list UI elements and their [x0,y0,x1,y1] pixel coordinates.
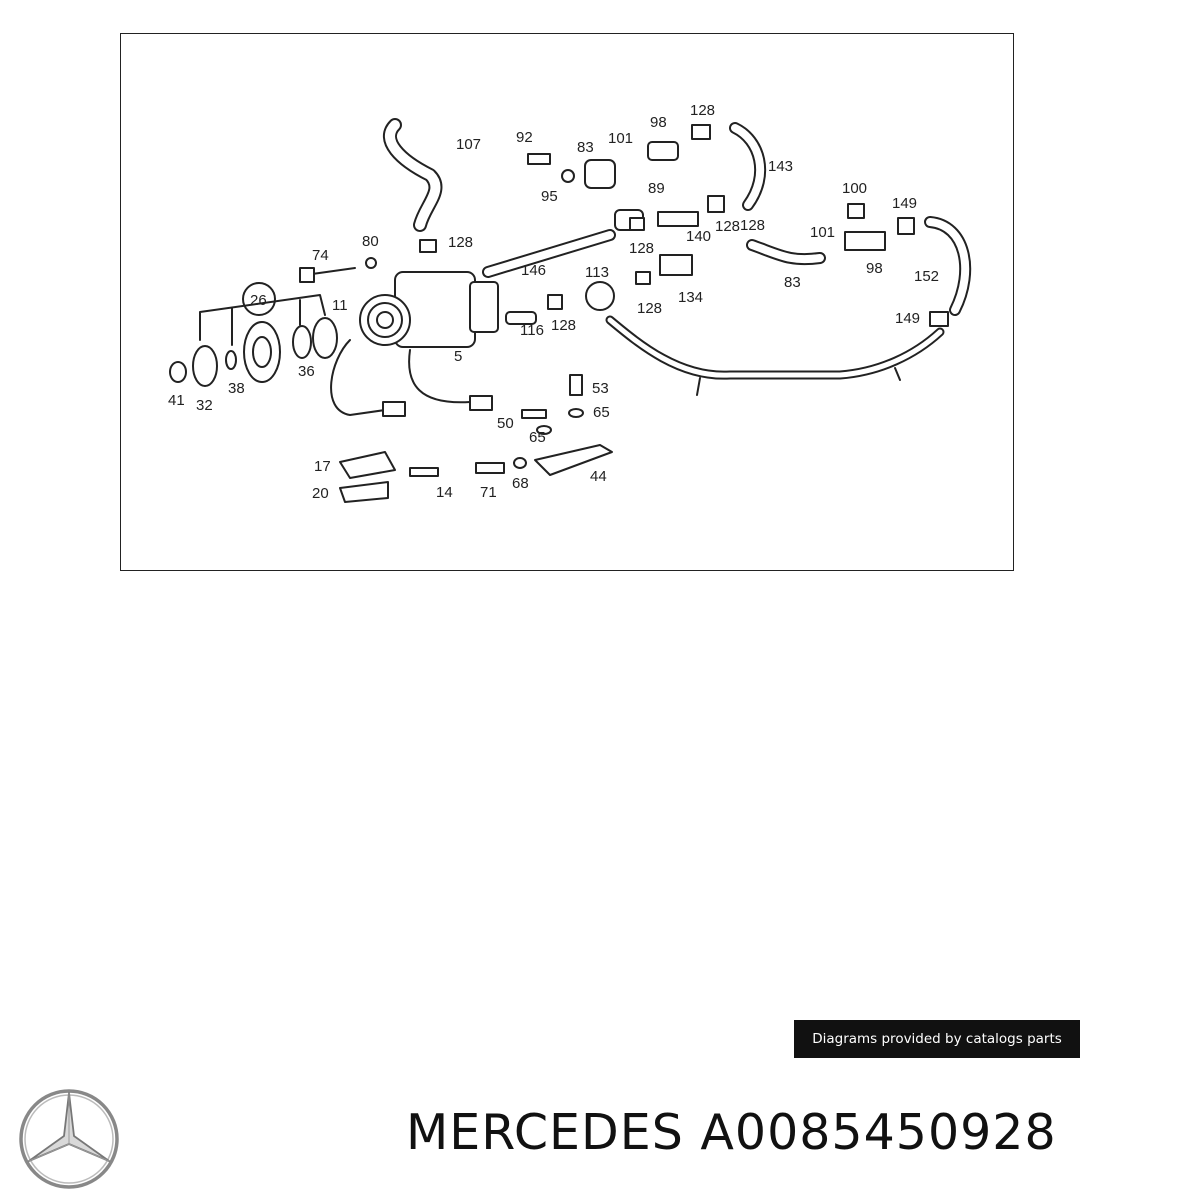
callout-74: 74 [312,247,329,264]
callout-152: 152 [914,268,939,285]
callout-68: 68 [512,475,529,492]
callout-92: 92 [516,129,533,146]
callout-149: 149 [895,310,920,327]
callout-107: 107 [456,136,481,153]
callout-128: 128 [629,240,654,257]
callout-83: 83 [784,274,801,291]
callout-140: 140 [686,228,711,245]
callout-98: 98 [866,260,883,277]
parts-diagram: 107 92 83 101 98 128 143 95 89 128 100 1… [168,102,972,503]
callout-5: 5 [454,348,462,365]
callout-128: 128 [448,234,473,251]
callout-113: 113 [585,264,609,281]
callout-32: 32 [196,397,213,414]
callout-44: 44 [590,468,607,485]
diagram-credit-caption: Diagrams provided by catalogs parts [794,1020,1080,1058]
callout-65: 65 [529,429,546,446]
callout-83: 83 [577,139,594,156]
callout-50: 50 [497,415,514,432]
callout-89: 89 [648,180,665,197]
callout-53: 53 [592,380,609,397]
callout-17: 17 [314,458,331,475]
callout-143: 143 [768,158,793,175]
part-title: MERCEDES A0085450928 [406,1104,1057,1161]
callout-128: 128 [551,317,576,334]
callout-149: 149 [892,195,917,212]
callout-128: 128 [637,300,662,317]
callout-11: 11 [332,297,348,314]
callout-36: 36 [298,363,315,380]
callout-71: 71 [480,484,497,501]
callout-100: 100 [842,180,867,197]
callout-128: 128 [715,218,740,235]
callout-80: 80 [362,233,379,250]
callout-134: 134 [678,289,703,306]
callout-146: 146 [521,262,546,279]
callout-116: 116 [520,322,544,339]
callout-26: 26 [250,292,267,309]
callout-14: 14 [436,484,453,501]
callout-20: 20 [312,485,329,502]
callout-98: 98 [650,114,667,131]
callout-95: 95 [541,188,558,205]
callout-41: 41 [168,392,185,409]
callout-128: 128 [740,217,765,234]
mercedes-star-icon [19,1089,119,1189]
callout-38: 38 [228,380,245,397]
callout-101: 101 [810,224,835,241]
callout-128: 128 [690,102,715,119]
callout-101: 101 [608,130,633,147]
callout-65: 65 [593,404,610,421]
diagram-backdrop [120,572,1080,1058]
